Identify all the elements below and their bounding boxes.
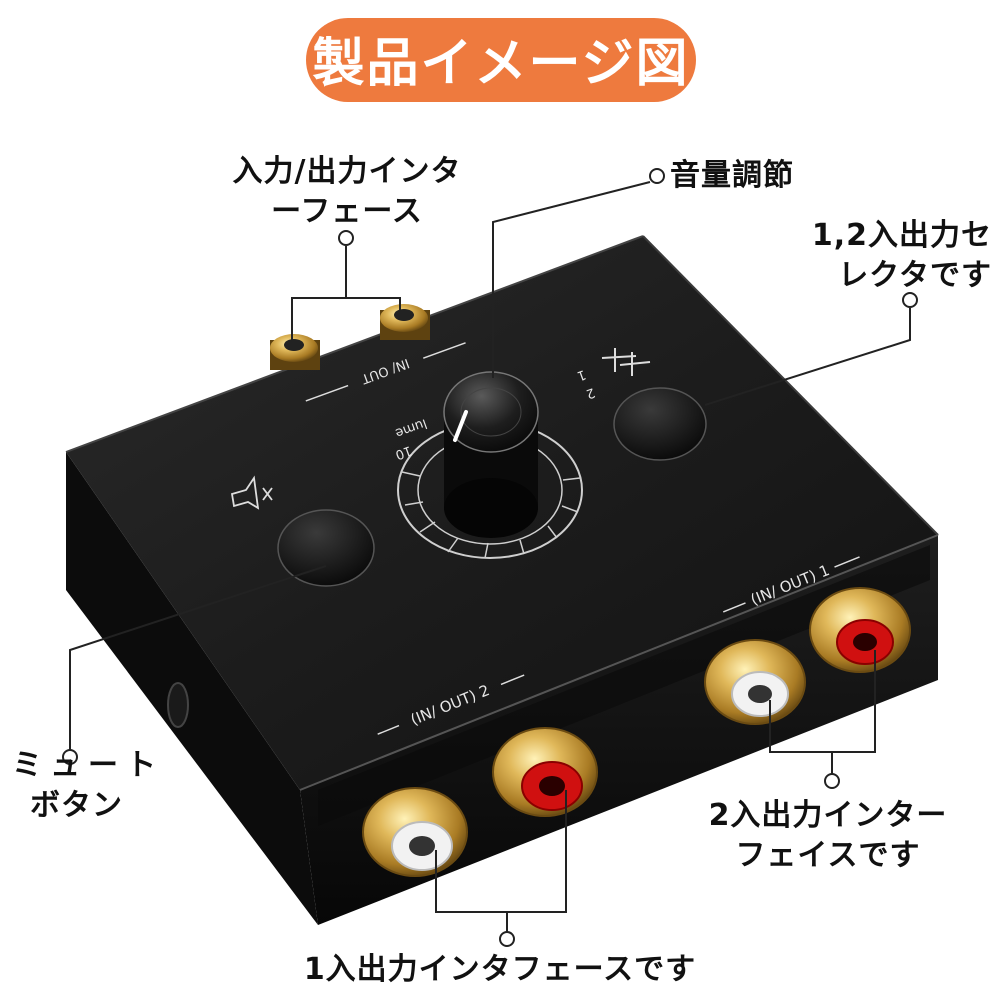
callout-io1: 1入出力インタフェースです (303, 952, 697, 987)
port2-red-jack (492, 727, 598, 817)
callout-mute: ミュート ボタン (12, 746, 164, 826)
selector-marks (601, 348, 651, 376)
title-badge: 製品イメージ図 (306, 18, 696, 102)
volume-knob[interactable]: lume 10 (393, 371, 583, 559)
side-port (167, 682, 189, 728)
selector-button[interactable] (613, 387, 707, 461)
callout-selector-line1: 1,2入出力セ (811, 218, 992, 253)
callout-io-top-line1: 入力/出力インタ (232, 154, 462, 189)
top-rca-connectors (270, 304, 430, 370)
device-left-face (66, 452, 318, 925)
callout-io-top: 入力/出力インタ ーフェース (222, 152, 472, 232)
callout-volume: 音量調節 (670, 158, 794, 193)
callout-mute-line2: ボタン (30, 788, 123, 823)
mute-button[interactable] (277, 509, 375, 587)
callout-io2-line1: 2入出力インター (708, 798, 948, 833)
port1-white-jack (704, 639, 806, 725)
leader-lines (62, 168, 918, 947)
mute-icon (230, 475, 273, 510)
knob-max-label: 10 (393, 442, 414, 462)
port1-red-jack (809, 587, 911, 673)
callout-io2-line2: フェイスです (735, 838, 921, 873)
callout-selector-line2: レクタです (838, 258, 992, 293)
callout-selector: 1,2入出力セ レクタです (770, 216, 992, 296)
callout-io-top-line2: ーフェース (271, 194, 423, 229)
port2-white-jack (362, 787, 468, 877)
page-title: 製品イメージ図 (312, 33, 690, 94)
callout-mute-line1: ミュート (12, 748, 164, 783)
callout-io2: 2入出力インター フェイスです (698, 796, 958, 876)
